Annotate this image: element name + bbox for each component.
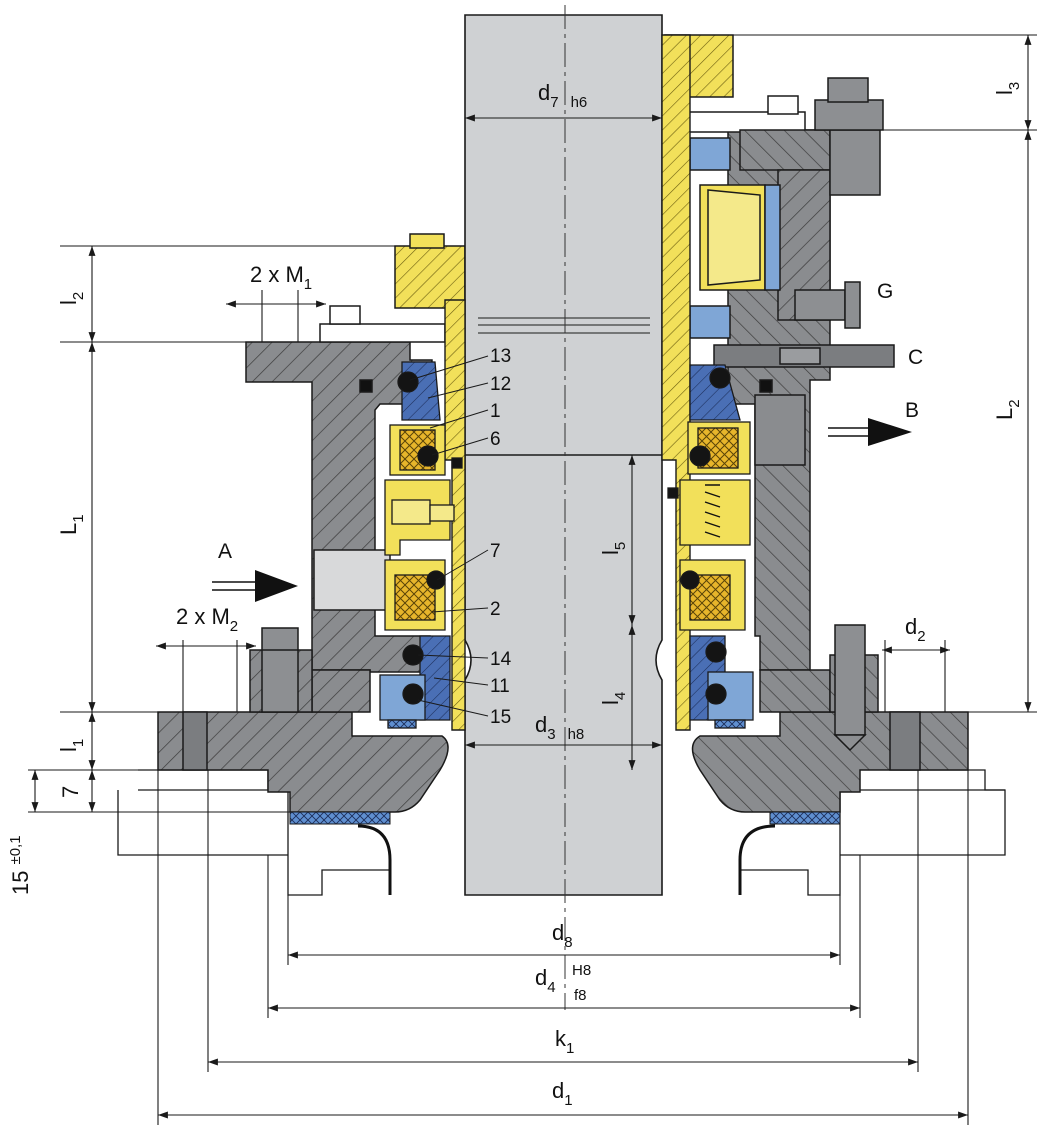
- port-b-label: B: [905, 399, 919, 422]
- port-a-label: A: [218, 540, 232, 563]
- dim-d4: d4: [535, 965, 556, 996]
- callout-1: 1: [490, 401, 501, 422]
- dim-d2: d2: [905, 614, 926, 645]
- callout-11: 11: [490, 676, 510, 697]
- dim-l5: l5: [598, 542, 629, 555]
- callout-6: 6: [490, 429, 501, 450]
- port-labels: A B C G: [218, 280, 923, 563]
- seal-internals-right: [667, 364, 754, 729]
- part-callouts: 13 12 1 6 7 2 14 11 15: [490, 346, 512, 728]
- bellow-profile: [357, 824, 776, 895]
- dim-l1: l1: [56, 739, 87, 752]
- dim-L1: L1: [56, 514, 87, 535]
- dim-m1: 2 x M1: [250, 262, 312, 293]
- flange-plate: [157, 711, 969, 813]
- dimension-lines: [28, 34, 1037, 1125]
- callout-13: 13: [490, 346, 511, 367]
- dim-d1: d1: [552, 1078, 573, 1109]
- port-g-label: G: [877, 280, 893, 303]
- dim-d8: d8: [552, 920, 573, 951]
- dim-l3: l3: [992, 82, 1023, 95]
- dim-l2: l2: [56, 292, 87, 305]
- callout-leaders: [409, 355, 489, 717]
- callout-14: 14: [490, 649, 512, 670]
- seal-housing-left: [245, 341, 433, 713]
- callout-7: 7: [490, 541, 501, 562]
- port-c-label: C: [908, 346, 923, 369]
- shaft: [464, 14, 663, 896]
- clamp-ring-left: [319, 233, 466, 343]
- callout-15: 15: [490, 707, 511, 728]
- callout-2: 2: [490, 599, 501, 620]
- dim-d4-tol-upper: H8: [572, 962, 591, 979]
- dim-15: 15±0,1: [7, 835, 33, 895]
- bearing-assembly: [679, 77, 884, 339]
- port-arrows: [212, 418, 912, 602]
- dim-l4: l4: [598, 692, 629, 705]
- dim-L2: L2: [992, 399, 1023, 420]
- dim-k1: k1: [555, 1026, 574, 1057]
- seal-internals-left: [379, 361, 463, 729]
- dim-7: 7: [58, 786, 83, 798]
- callout-12: 12: [490, 374, 511, 395]
- dim-d4-tol-lower: f8: [574, 987, 587, 1004]
- dim-m2: 2 x M2: [176, 604, 238, 635]
- flange-gasket: [289, 811, 841, 825]
